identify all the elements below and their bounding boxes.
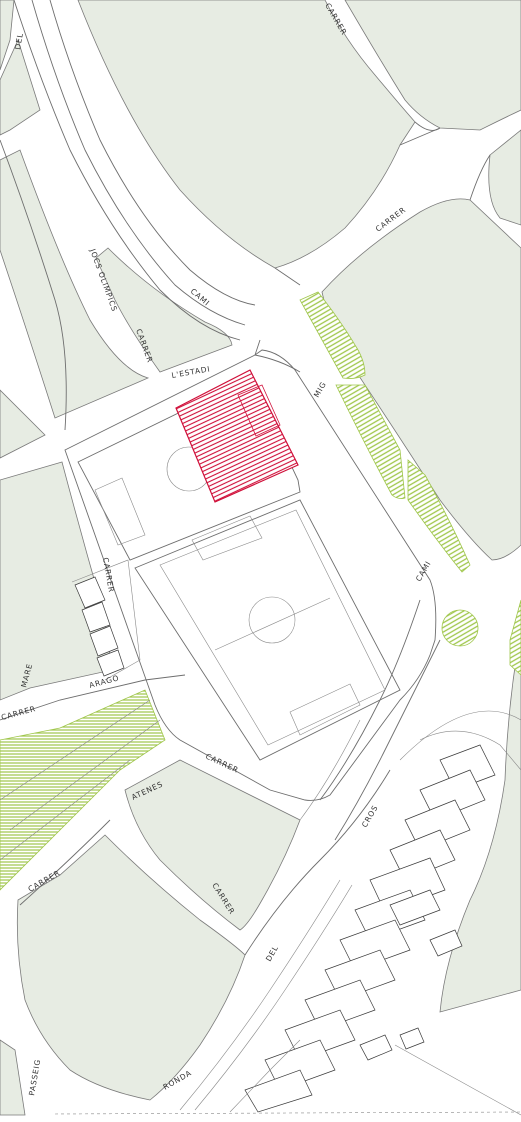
main-center-circle	[248, 596, 296, 644]
block-lower-right	[439, 629, 521, 1013]
block-jocs-olimpics	[95, 247, 233, 373]
residential-buildings	[71, 559, 521, 1116]
main-pitch-box-top	[191, 515, 263, 561]
block-top-left	[0, 0, 15, 71]
block-atenes	[124, 759, 301, 931]
main-pitch-box-bottom	[289, 683, 361, 736]
block-left-mid	[0, 389, 46, 459]
highlighted-building	[175, 369, 299, 503]
stadium-site	[64, 349, 437, 801]
road-network	[0, 0, 491, 1111]
green-median-upper	[299, 291, 366, 379]
site-outline	[64, 349, 437, 801]
green-roundabout	[441, 609, 479, 647]
green-right-edge	[509, 599, 521, 676]
block-top-center	[77, 0, 416, 269]
block-right-small	[488, 129, 521, 226]
block-top-right	[344, 0, 521, 131]
label-del-top: DEL	[13, 32, 25, 50]
training-pitch-box	[94, 477, 146, 546]
main-pitch-inner	[159, 509, 386, 746]
block-top-left-2	[0, 38, 41, 136]
block-bottom-left	[0, 1039, 26, 1116]
main-pitch-outline	[134, 499, 401, 761]
highlighted-building-inner	[237, 384, 281, 437]
green-park-lower-left	[0, 689, 166, 891]
block-lower-left	[16, 834, 246, 1101]
green-median-lower	[407, 459, 471, 573]
green-median-mid	[335, 384, 406, 499]
green-areas	[0, 291, 521, 891]
block-left-upper	[0, 149, 150, 419]
